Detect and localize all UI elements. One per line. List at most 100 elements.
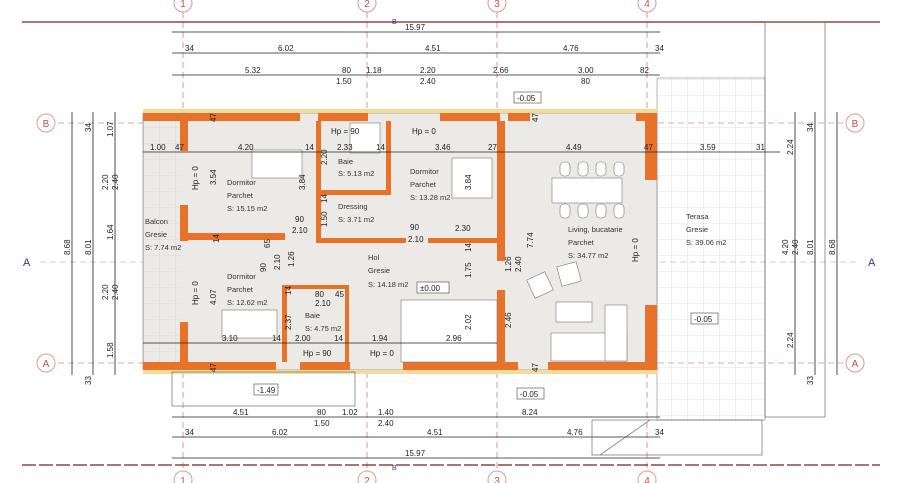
dim-label: 33 <box>806 376 815 385</box>
dim-label: 2.40 <box>514 256 523 272</box>
dim-label: 2.40 <box>420 77 436 86</box>
axis-label: B <box>852 119 859 130</box>
dim-label: 90 <box>259 263 268 272</box>
dim-label: 90 <box>295 215 304 224</box>
room-name: Hol <box>368 253 380 262</box>
door-height: Hp = 0 <box>191 281 200 305</box>
dim-label: 2.10 <box>273 254 282 270</box>
dim-label: 1.26 <box>504 256 513 272</box>
room-area: S: 14.18 m2 <box>368 280 408 289</box>
room-area: S: 12.62 m2 <box>227 298 267 307</box>
dim-label: 33 <box>84 376 93 385</box>
dim-label: 47 <box>175 143 184 152</box>
axis-label: A <box>43 359 50 370</box>
dim-label: 14 <box>320 194 329 203</box>
dim-label: 8.24 <box>522 408 538 417</box>
section-marker: A <box>868 257 876 269</box>
dim-label: 1.75 <box>464 262 473 278</box>
dim-label: 2.10 <box>408 235 424 244</box>
room-name: Living, bucatarie <box>568 225 623 234</box>
room-floor: Gresie <box>368 266 390 275</box>
dim-label: 1.64 <box>106 224 115 240</box>
dim-label: 4.20 <box>238 143 254 152</box>
dim-label: 8.68 <box>63 239 72 255</box>
level-label: -1.49 <box>257 386 276 395</box>
dim-label: 2.02 <box>464 314 473 330</box>
dim-label: 4.51 <box>425 44 441 53</box>
dim-label: 1.50 <box>320 211 329 227</box>
door-height: Hp = 90 <box>303 349 332 358</box>
room-area: S: 5.13 m2 <box>338 169 374 178</box>
room-area: S: 13.28 m2 <box>410 193 450 202</box>
dim-label: 14 <box>305 143 314 152</box>
room-floor: Gresie <box>145 230 167 239</box>
dim-label: 27 <box>488 143 497 152</box>
dim-label: 2.20 <box>420 66 436 75</box>
room-name: Baie <box>305 311 320 320</box>
dim-label: 1.94 <box>372 334 388 343</box>
dim-label: 34 <box>185 44 194 53</box>
dim-label: 1.18 <box>366 66 382 75</box>
axis-label: 3 <box>494 476 500 483</box>
room-labels: Dormitor Parchet S: 15.15 m2 Baie S: 5.1… <box>145 157 726 333</box>
dim-label: 7.74 <box>526 232 535 248</box>
room-area: S: 3.71 m2 <box>338 215 374 224</box>
dim-label: 1.26 <box>287 251 296 267</box>
dim-label: 2.10 <box>315 299 331 308</box>
terrace-area <box>656 77 766 421</box>
room-area: S: 39.06 m2 <box>686 238 726 247</box>
dim-label: 2.33 <box>337 143 353 152</box>
dim-label: 47 <box>209 363 218 372</box>
room-name: Dormitor <box>227 178 256 187</box>
walls <box>143 109 657 374</box>
dim-label: 82 <box>640 66 649 75</box>
dim-label: 2.24 <box>786 139 795 155</box>
top-dimensions: 15.97 34 6.02 4.51 4.76 34 5.32 80 1.50 … <box>185 23 664 86</box>
door-heights: Hp = 90 Hp = 0 Hp = 0 Hp = 0 Hp = 90 Hp … <box>191 127 640 358</box>
dim-label: 31 <box>756 143 765 152</box>
level-markers: -0.05 ±0.00 -0.05 -0.05 -1.49 <box>253 91 719 400</box>
dim-label: 4.20 <box>781 239 790 255</box>
level-label: -0.05 <box>520 390 539 399</box>
room-name: Terasa <box>686 212 709 221</box>
dim-label: 80 <box>581 77 590 86</box>
dim-label: 2.40 <box>378 419 394 428</box>
dim-label: 1.40 <box>378 408 394 417</box>
dim-label: 1.50 <box>336 77 352 86</box>
dim-label: 8.01 <box>806 239 815 255</box>
dim-label: 2.10 <box>292 226 308 235</box>
left-dimensions: 8.68 34 8.01 33 1.07 2.20 2.40 1.64 2.20… <box>63 121 120 385</box>
dim-label: 3.00 <box>578 66 594 75</box>
dim-label: 2.20 <box>101 174 110 190</box>
dim-label: 4.51 <box>233 408 249 417</box>
dim-label: 2.00 <box>295 334 311 343</box>
dim-label: 2.96 <box>446 334 462 343</box>
room-floor: Parchet <box>227 285 254 294</box>
dim-label: 14 <box>464 243 473 252</box>
room-name: Baie <box>338 157 353 166</box>
axis-label: 1 <box>180 0 186 10</box>
dim-label: 2.40 <box>111 174 120 190</box>
room-area: S: 34.77 m2 <box>568 251 608 260</box>
interior-vertical-dimensions: 47 3.54 3.84 2.20 14 1.50 3.84 14 14 65 … <box>209 113 540 372</box>
dim-label: 3.54 <box>209 169 218 185</box>
room-area: S: 15.15 m2 <box>227 204 267 213</box>
dim-label: 14 <box>376 143 385 152</box>
dim-label: 2.20 <box>101 284 110 300</box>
dim-label: 15.97 <box>405 449 426 458</box>
dim-label: 5.32 <box>245 66 261 75</box>
dim-label: 80 <box>317 408 326 417</box>
axis-label: 3 <box>494 0 500 10</box>
section-marker: B <box>392 465 397 472</box>
dim-label: 45 <box>335 290 344 299</box>
door-height: Hp = 0 <box>631 238 640 262</box>
room-floor: Gresie <box>686 225 708 234</box>
dim-label: 80 <box>342 66 351 75</box>
dim-label: 2.37 <box>284 314 293 330</box>
level-label: ±0.00 <box>420 284 441 293</box>
room-floor: Parchet <box>227 191 254 200</box>
dim-label: 2.30 <box>455 224 471 233</box>
door-height: Hp = 90 <box>331 127 360 136</box>
dim-label: 14 <box>212 234 221 243</box>
